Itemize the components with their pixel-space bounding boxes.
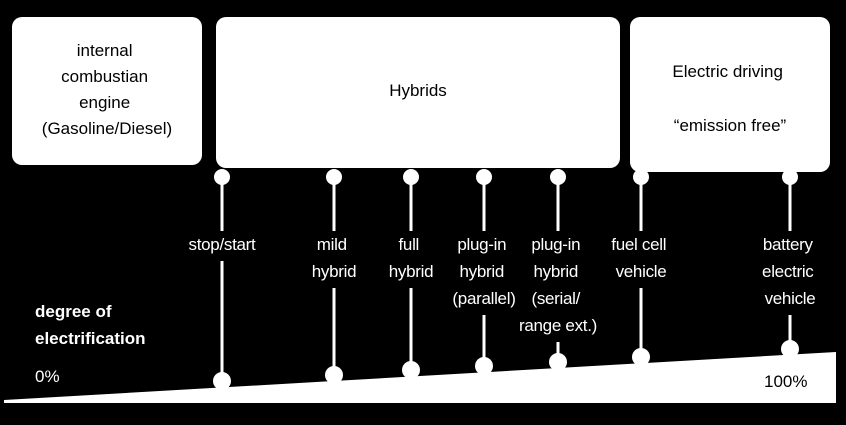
stage-bottom-dot bbox=[781, 340, 799, 358]
stage-label-line: full bbox=[399, 235, 420, 254]
stage-label-line: stop/start bbox=[189, 235, 256, 254]
stage-label: stop/start bbox=[189, 235, 256, 254]
stage-fuel-cell-vehicle: fuel cell vehicle bbox=[611, 169, 670, 366]
box-line: combustian bbox=[61, 67, 148, 86]
stage-label-line: mild bbox=[317, 235, 347, 254]
stage-label-line: plug-in bbox=[531, 235, 580, 254]
stage-label-line: hybrid bbox=[389, 262, 434, 281]
stage-bottom-dot bbox=[549, 353, 567, 371]
stage-label-line: vehicle bbox=[616, 262, 667, 281]
box-line: engine bbox=[79, 93, 130, 112]
box-hybrids-label: Hybrids bbox=[389, 81, 447, 100]
box-line: internal bbox=[77, 41, 133, 60]
box-hybrids-bg bbox=[216, 17, 620, 168]
stage-bottom-dot bbox=[632, 348, 650, 366]
box-line: “emission free” bbox=[674, 116, 787, 135]
stage-bottom-dot bbox=[475, 357, 493, 375]
stage-label-line: electric bbox=[762, 262, 814, 281]
stage-label: mild hybrid bbox=[312, 235, 357, 281]
stage-label-line: range ext.) bbox=[519, 316, 597, 335]
stage-label-line: hybrid bbox=[312, 262, 357, 281]
stage-label: plug-in hybrid (serial/ range ext.) bbox=[519, 235, 597, 335]
box-line: (Gasoline/Diesel) bbox=[42, 119, 172, 138]
stage-label-line: vehicle bbox=[765, 289, 816, 308]
stage-bottom-dot bbox=[213, 372, 231, 390]
stage-label-line: plug-in bbox=[457, 235, 506, 254]
stage-label-line: hybrid bbox=[460, 262, 505, 281]
stage-bottom-dot bbox=[325, 366, 343, 384]
scale-max-label: 100% bbox=[764, 372, 807, 391]
stage-label-line: (serial/ bbox=[531, 289, 580, 308]
scale-title: degree of electrification bbox=[35, 302, 146, 348]
stage-label-line: (parallel) bbox=[452, 289, 515, 308]
stage-mild-hybrid: mild hybrid bbox=[312, 169, 357, 384]
box-electric-driving: Electric driving “emission free” bbox=[630, 17, 830, 172]
stage-label: plug-in hybrid (parallel) bbox=[452, 235, 515, 308]
scale-title-line: degree of bbox=[35, 302, 112, 321]
stage-stop-start: stop/start bbox=[189, 169, 256, 390]
box-combustion-engine-label: internal combustian engine (Gasoline/Die… bbox=[42, 41, 172, 138]
box-electric-driving-bg bbox=[630, 17, 830, 172]
stage-label: fuel cell vehicle bbox=[611, 235, 670, 281]
stage-label-line: battery bbox=[763, 235, 814, 254]
scale-title-line: electrification bbox=[35, 329, 146, 348]
stage-label: full hybrid bbox=[389, 235, 434, 281]
stage-label-line: fuel cell bbox=[611, 235, 666, 254]
box-electric-driving-label: Electric driving “emission free” bbox=[672, 62, 787, 135]
scale-min-label: 0% bbox=[35, 367, 60, 386]
electrification-wedge bbox=[4, 352, 836, 403]
stage-label: battery electric vehicle bbox=[762, 235, 818, 308]
stage-battery-electric-vehicle: battery electric vehicle bbox=[762, 169, 818, 358]
stage-bottom-dot bbox=[402, 361, 420, 379]
box-line: Electric driving bbox=[672, 62, 783, 81]
stage-label-line: hybrid bbox=[534, 262, 579, 281]
stage-plugin-hybrid-parallel: plug-in hybrid (parallel) bbox=[452, 169, 516, 375]
stage-plugin-hybrid-serial: plug-in hybrid (serial/ range ext.) bbox=[519, 169, 597, 371]
stage-full-hybrid: full hybrid bbox=[389, 169, 434, 379]
box-combustion-engine: internal combustian engine (Gasoline/Die… bbox=[12, 17, 202, 165]
box-line: Hybrids bbox=[389, 81, 447, 100]
box-combustion-engine-bg bbox=[12, 17, 202, 165]
box-hybrids: Hybrids bbox=[216, 17, 620, 168]
